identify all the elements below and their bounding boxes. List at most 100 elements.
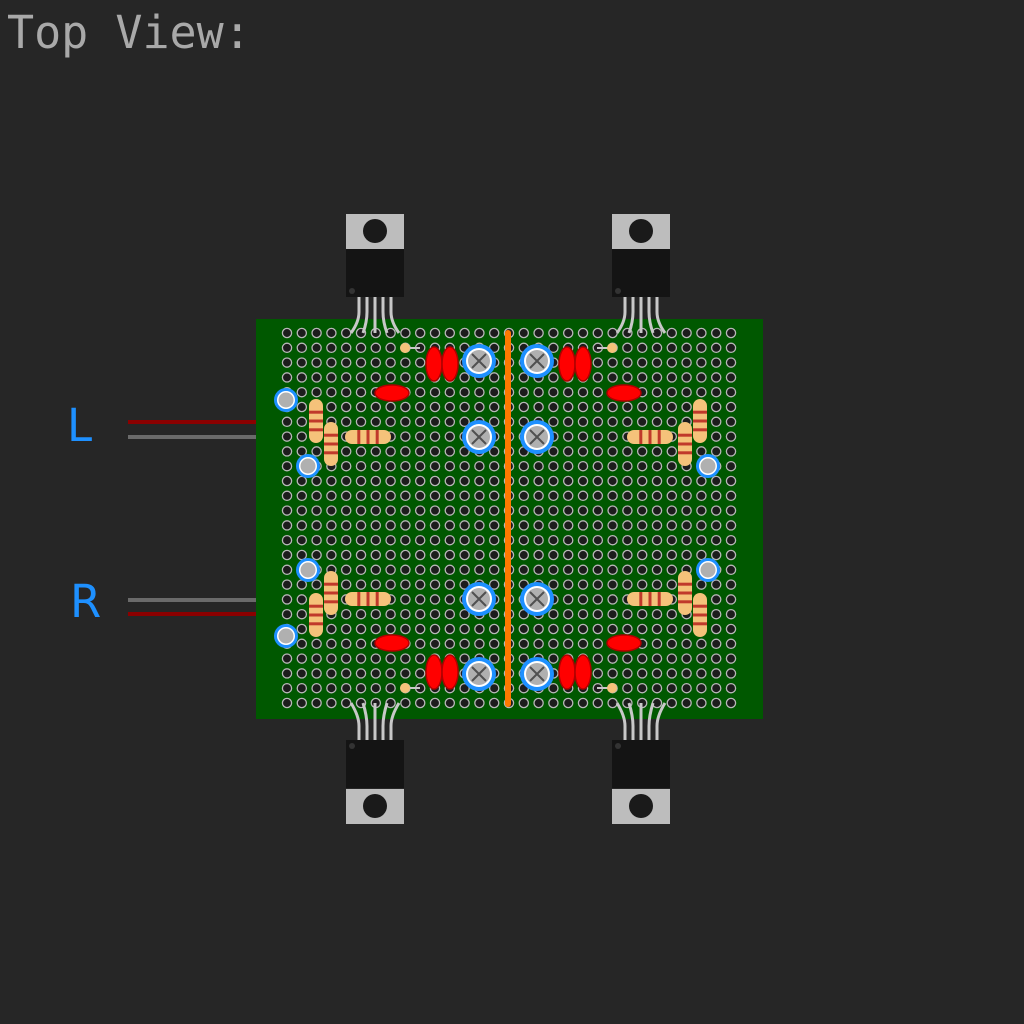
led: [425, 346, 443, 382]
resistor: [678, 422, 692, 466]
pad: [385, 490, 396, 502]
jumper-lead: [597, 683, 617, 693]
pad: [311, 505, 322, 516]
pad: [577, 416, 589, 428]
pad: [296, 357, 308, 368]
pad: [622, 534, 633, 546]
pad: [533, 623, 544, 635]
pad: [474, 386, 485, 398]
ic-leg: [615, 702, 627, 740]
pad: [281, 534, 293, 546]
led: [574, 346, 592, 382]
pad: [400, 401, 411, 413]
resistor: [309, 399, 323, 443]
pad: [651, 401, 663, 413]
pad: [488, 534, 500, 546]
pin1-dot: [349, 288, 355, 294]
pad: [518, 564, 530, 576]
pad: [518, 460, 530, 472]
pad: [710, 505, 722, 516]
pad: [607, 520, 618, 531]
led-pair: [425, 654, 459, 690]
pad: [444, 638, 456, 650]
ic-leg: [627, 297, 635, 334]
pad: [696, 653, 707, 664]
pad: [281, 327, 293, 339]
page-title: Top View:: [7, 6, 251, 59]
pad: [414, 564, 426, 576]
pad: [400, 327, 411, 339]
pad: [311, 638, 322, 650]
pad: [696, 505, 707, 516]
pad: [725, 638, 737, 650]
pad: [400, 475, 411, 487]
pad: [326, 342, 337, 354]
pad: [548, 460, 559, 472]
pad: [710, 357, 722, 368]
pad: [607, 357, 618, 368]
pad: [548, 534, 559, 546]
pad: [281, 460, 293, 472]
pad: [296, 608, 308, 620]
pad: [400, 549, 411, 561]
pad: [651, 549, 663, 561]
pad: [340, 475, 352, 487]
pad: [385, 520, 396, 531]
terminal-center: [278, 392, 294, 408]
pad: [385, 623, 396, 635]
pad: [725, 623, 737, 635]
pad: [710, 549, 722, 561]
pad: [414, 505, 426, 516]
pad: [577, 594, 589, 605]
pad: [326, 668, 337, 679]
pad: [636, 534, 648, 546]
ic-bottom-left: [346, 702, 404, 824]
pad: [725, 446, 737, 457]
pad: [666, 653, 678, 664]
pad: [488, 372, 500, 383]
pad: [355, 342, 367, 354]
pad: [710, 682, 722, 694]
pad: [488, 638, 500, 650]
color-band: [639, 592, 643, 606]
pad: [607, 668, 618, 679]
pad: [548, 564, 559, 576]
pad: [607, 431, 618, 442]
pad: [592, 668, 604, 679]
pad: [636, 460, 648, 472]
pad: [311, 372, 322, 383]
pad: [666, 357, 678, 368]
pad: [666, 372, 678, 383]
pad: [355, 416, 367, 428]
pad: [488, 401, 500, 413]
pad: [710, 638, 722, 650]
pad: [562, 579, 574, 590]
pad: [281, 682, 293, 694]
pad: [562, 549, 574, 561]
pad: [681, 668, 692, 679]
pad: [666, 520, 678, 531]
pad: [681, 623, 692, 635]
pad: [577, 520, 589, 531]
pad: [488, 416, 500, 428]
pad: [281, 653, 293, 664]
pad: [340, 490, 352, 502]
pad: [429, 623, 441, 635]
pad: [607, 579, 618, 590]
pad: [311, 534, 322, 546]
pad: [444, 608, 456, 620]
pad: [725, 579, 737, 590]
pad: [725, 386, 737, 398]
pad: [592, 475, 604, 487]
pad: [326, 401, 337, 413]
terminal: [696, 454, 720, 478]
pad: [607, 594, 618, 605]
channel-label-left: L: [67, 399, 93, 452]
mounting-hole: [629, 219, 653, 243]
resistor: [345, 430, 391, 444]
led: [441, 654, 459, 690]
pad: [311, 475, 322, 487]
pad: [696, 534, 707, 546]
pad: [622, 342, 633, 354]
pad: [488, 682, 500, 694]
